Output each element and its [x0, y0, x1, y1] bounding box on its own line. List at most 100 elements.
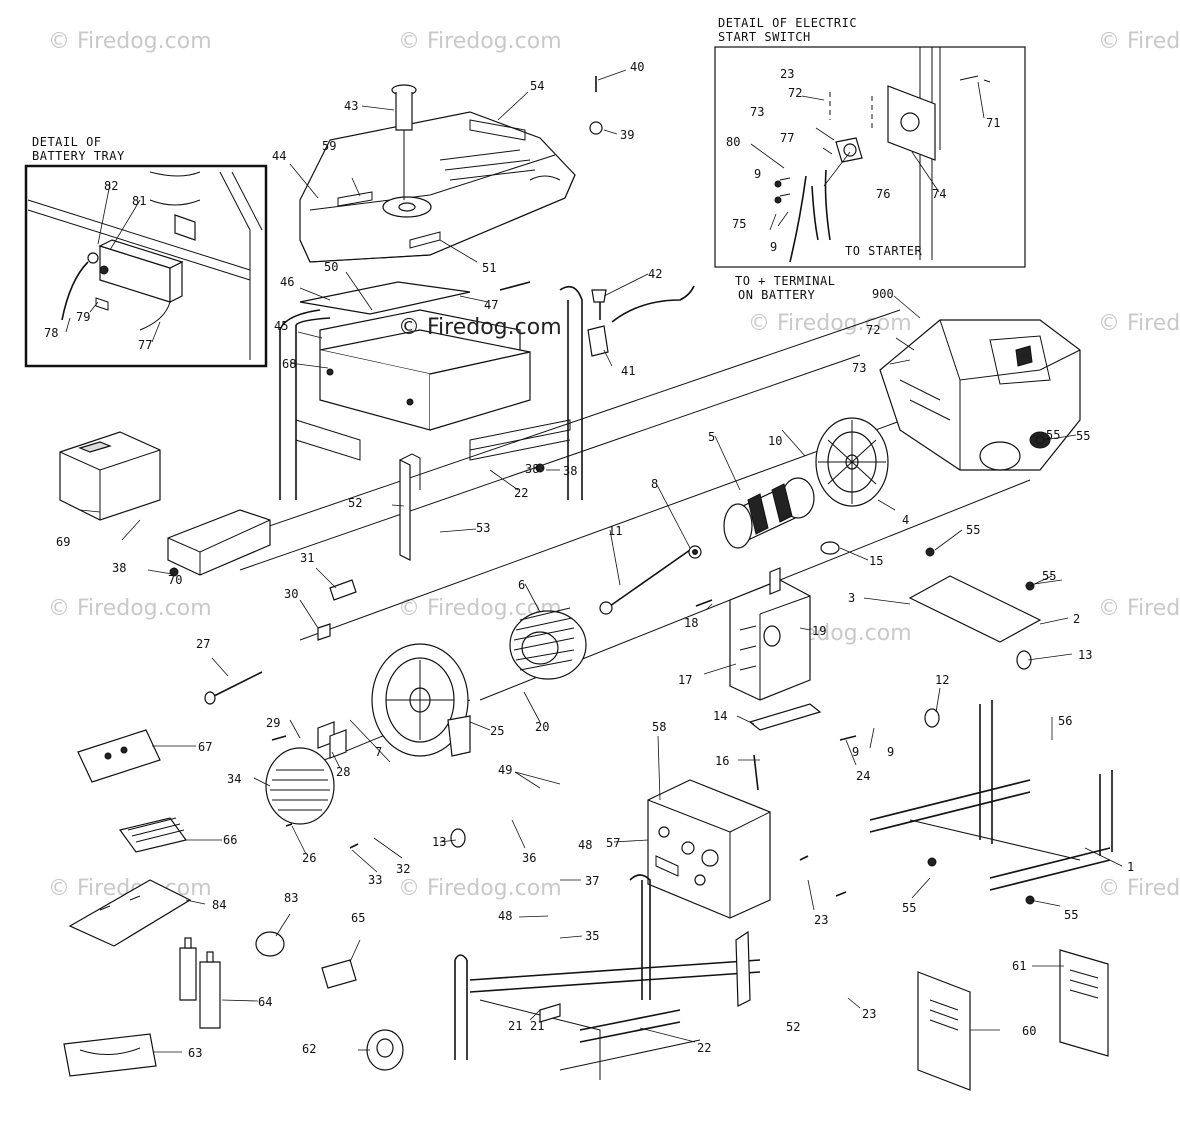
part-label: 34 [227, 772, 241, 786]
part-label: 78 [44, 326, 58, 340]
part-label: 46 [280, 275, 294, 289]
part-label: 2 [1073, 612, 1080, 626]
part-label: 23 [780, 67, 794, 81]
part-label: 70 [168, 573, 182, 587]
part-label: 1 [1127, 860, 1134, 874]
cord-set [63, 1033, 157, 1077]
main-frame [279, 281, 583, 500]
part-label: 80 [726, 135, 740, 149]
part-label: 25 [490, 724, 504, 738]
muffler-bracket [748, 703, 822, 731]
part-label: 8 [651, 477, 658, 491]
part-label: 7 [375, 745, 382, 759]
part-label: 20 [535, 720, 549, 734]
rear-grille [265, 747, 335, 825]
part-label: 48 [578, 838, 592, 852]
watermark-text: © Firedog.com [1098, 876, 1180, 901]
fuel-valve [587, 285, 695, 357]
battery [59, 431, 161, 521]
part-label: 9 [754, 167, 761, 181]
part-label: 37 [585, 874, 599, 888]
circuit-breaker [321, 959, 357, 989]
part-label: 39 [620, 128, 634, 142]
part-label: 24 [856, 769, 870, 783]
part-label: 55 [1046, 428, 1060, 442]
part-label: 61 [1012, 959, 1026, 973]
part-label: 55 [966, 523, 980, 537]
part-label: 52 [348, 496, 362, 510]
part-label: 38 [525, 462, 539, 476]
part-label: 33 [368, 873, 382, 887]
part-label: 79 [76, 310, 90, 324]
lower-frame-right [869, 700, 1113, 891]
part-label: 27 [196, 637, 210, 651]
part-label: 9 [852, 745, 859, 759]
oil-bottles [179, 937, 221, 1029]
part-label: 4 [902, 513, 909, 527]
part-label: 81 [132, 194, 146, 208]
part-label: 31 [300, 551, 314, 565]
part-label: 55 [902, 901, 916, 915]
part-label: 74 [932, 187, 946, 201]
to-terminal-label-line-2: ON BATTERY [738, 288, 816, 302]
watermark-text: © Firedog.com [1098, 311, 1180, 336]
part-label: 41 [621, 364, 635, 378]
watermark-center-text: © Firedog.com [398, 315, 562, 340]
watermark-text: © Firedog.com [1098, 596, 1180, 621]
part-label: 64 [258, 995, 272, 1009]
part-label: 36 [522, 851, 536, 865]
leader-lines [65, 69, 1123, 1053]
part-label: 22 [514, 486, 528, 500]
engine-mount-bracket [908, 575, 1042, 643]
part-label: 72 [866, 323, 880, 337]
start-switch-caption-line-1: DETAIL OF ELECTRIC [718, 16, 857, 30]
part-label: 73 [750, 105, 764, 119]
part-label: 26 [302, 851, 316, 865]
air-filter [118, 817, 188, 853]
part-label: 900 [872, 287, 894, 301]
part-label: 52 [786, 1020, 800, 1034]
battery-tray [167, 509, 271, 576]
outlet-receptacle [255, 931, 285, 957]
part-label: 42 [648, 267, 662, 281]
to-starter-label: TO STARTER [845, 244, 923, 258]
part-label: 62 [302, 1042, 316, 1056]
fuel-gauge [391, 84, 417, 200]
part-label: 5 [708, 430, 715, 444]
cooling-fan [815, 417, 889, 507]
part-label: 53 [476, 521, 490, 535]
part-label: 65 [351, 911, 365, 925]
part-label: 13 [432, 835, 446, 849]
part-label: 16 [715, 754, 729, 768]
part-label: 58 [652, 720, 666, 734]
part-label: 69 [56, 535, 70, 549]
small-fasteners [169, 76, 1045, 905]
part-number-labels: 1 2 3 4 5 6 7 8 9 10 11 12 13 14 15 16 1… [44, 60, 1134, 1060]
part-label: 45 [274, 319, 288, 333]
part-label: 6 [518, 578, 525, 592]
oil-filter [366, 1029, 404, 1071]
part-label: 9 [887, 745, 894, 759]
part-label: 57 [606, 836, 620, 850]
part-label: 83 [284, 891, 298, 905]
part-label: 12 [935, 673, 949, 687]
rear-bearing-carrier [371, 643, 471, 757]
watermark-text: © Firedog.com [398, 876, 562, 901]
stator [509, 607, 587, 680]
bearing [688, 545, 702, 559]
control-panel [647, 779, 771, 919]
watermark-text: © Firedog.com [1098, 29, 1180, 54]
part-label: 73 [852, 361, 866, 375]
part-label: 21 [530, 1019, 544, 1033]
start-switch-caption-line-2: START SWITCH [718, 30, 811, 44]
part-label: 66 [223, 833, 237, 847]
brush-holder [317, 579, 357, 759]
part-label: 47 [484, 298, 498, 312]
part-label: 55 [1064, 908, 1078, 922]
fuel-tank [299, 111, 576, 263]
part-label: 77 [780, 131, 794, 145]
part-label: 72 [788, 86, 802, 100]
muffler [729, 567, 811, 701]
part-label: 14 [713, 709, 727, 723]
